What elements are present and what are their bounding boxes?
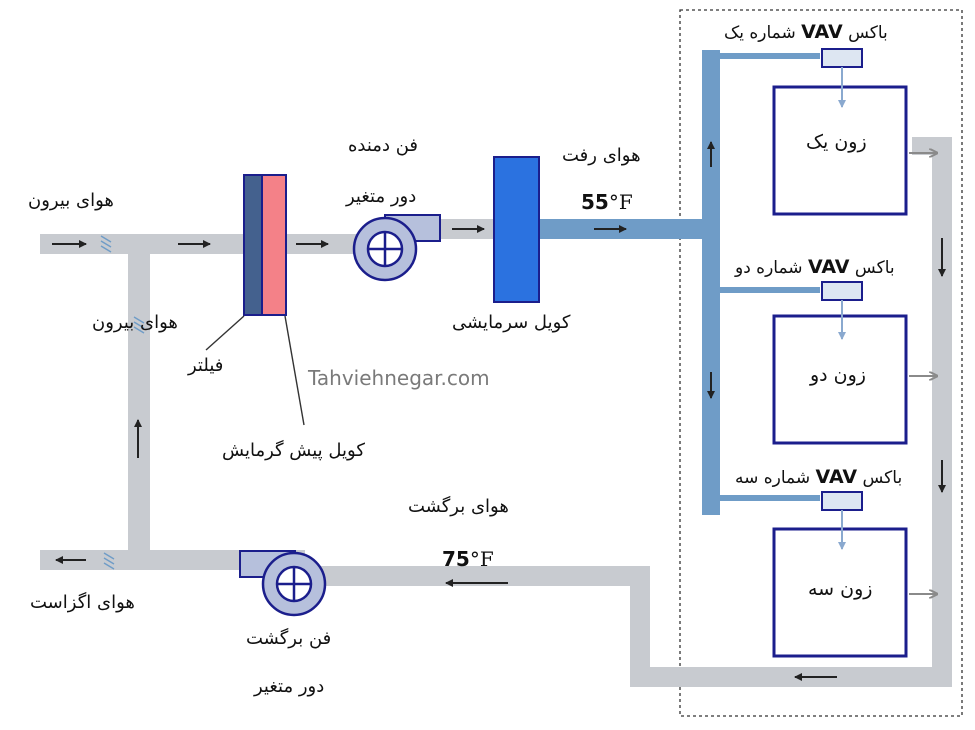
cooling-coil-label: کویل سرمایشی: [452, 312, 571, 333]
vav-label-1: باکس VAV شماره یک: [724, 21, 888, 44]
zone-3-box: [772, 527, 908, 658]
return-temp-value: 75: [442, 547, 470, 571]
exhaust-damper-icon: [103, 552, 115, 570]
vav-box-3: [821, 491, 863, 511]
watermark: Tahviehnegar.com: [308, 366, 490, 390]
branch-1: [720, 53, 820, 59]
vav-2-prefix: باکس: [854, 258, 895, 278]
supply-fan-label-line2: دور متغیر: [346, 186, 417, 207]
supply-air-label: هوای رفت: [562, 145, 641, 166]
preheat-coil-block: [261, 174, 287, 316]
vav-2-suffix: شماره دو: [735, 258, 803, 278]
vav-label-2: باکس VAV شماره دو: [735, 256, 895, 279]
building-boundary: [679, 9, 963, 717]
vav-1-suffix: شماره یک: [724, 23, 796, 43]
return-duct-upper: [305, 566, 645, 586]
outside-air-damper-icon: [100, 235, 112, 253]
supply-temp-unit: °F: [608, 190, 633, 214]
flow-arrows: [52, 141, 946, 681]
supply-fan-icon: [352, 214, 441, 282]
return-air-label: هوای برگشت: [408, 496, 509, 517]
zone-3-label: زون سه: [808, 578, 873, 600]
exhaust-air-label: هوای اگزاست: [30, 592, 135, 613]
filter-block: [243, 174, 263, 316]
outside-air-label-top: هوای بیرون: [28, 190, 114, 211]
vav-3-suffix: شماره سه: [735, 468, 811, 488]
vav-1-code: VAV: [801, 21, 843, 43]
filter-label: فیلتر: [188, 355, 224, 376]
zone-1-label: زون یک: [806, 131, 867, 153]
return-fan-label-line1: فن برگشت: [246, 628, 332, 649]
supply-temp-value: 55: [581, 190, 609, 214]
return-fan-label-line2: دور متغیر: [254, 676, 325, 697]
return-fan-icon: [239, 550, 327, 617]
return-temp-label: 75°F: [442, 548, 494, 570]
gray-ducts: [40, 137, 952, 687]
vav-3-code: VAV: [815, 466, 858, 488]
return-plenum-top: [912, 137, 952, 155]
supply-fan-label-line1: فن دمنده: [348, 135, 418, 156]
vav-box-1: [821, 48, 863, 68]
preheat-coil-label: کویل پیش گرمایش: [222, 440, 365, 461]
supply-main-duct: [540, 219, 720, 239]
outside-air-label-mid: هوای بیرون: [92, 312, 178, 333]
mixing-vertical-duct: [128, 234, 150, 568]
zone-2-label: زون دو: [810, 364, 866, 386]
mixing-damper-icon: [133, 316, 145, 334]
return-temp-unit: °F: [469, 547, 494, 571]
dampers: [100, 235, 145, 570]
supply-ducts: [540, 50, 820, 515]
zone-exit-arrows: [909, 153, 937, 594]
return-duct-bottom: [630, 667, 952, 687]
zone-1-box: [772, 85, 908, 216]
vav-1-prefix: باکس: [848, 23, 888, 43]
vav-3-prefix: باکس: [862, 468, 903, 488]
vav-box-2: [821, 281, 863, 301]
supply-riser: [702, 50, 720, 515]
return-duct-riser: [630, 566, 650, 687]
branch-3: [720, 495, 820, 501]
vav-label-3: باکس VAV شماره سه: [735, 466, 902, 489]
vav-2-code: VAV: [807, 256, 850, 278]
return-plenum-vertical: [932, 137, 952, 687]
cooling-coil-block: [493, 156, 540, 303]
supply-temp-label: 55°F: [581, 191, 633, 213]
leader-lines: [205, 315, 305, 426]
branch-2: [720, 287, 820, 293]
